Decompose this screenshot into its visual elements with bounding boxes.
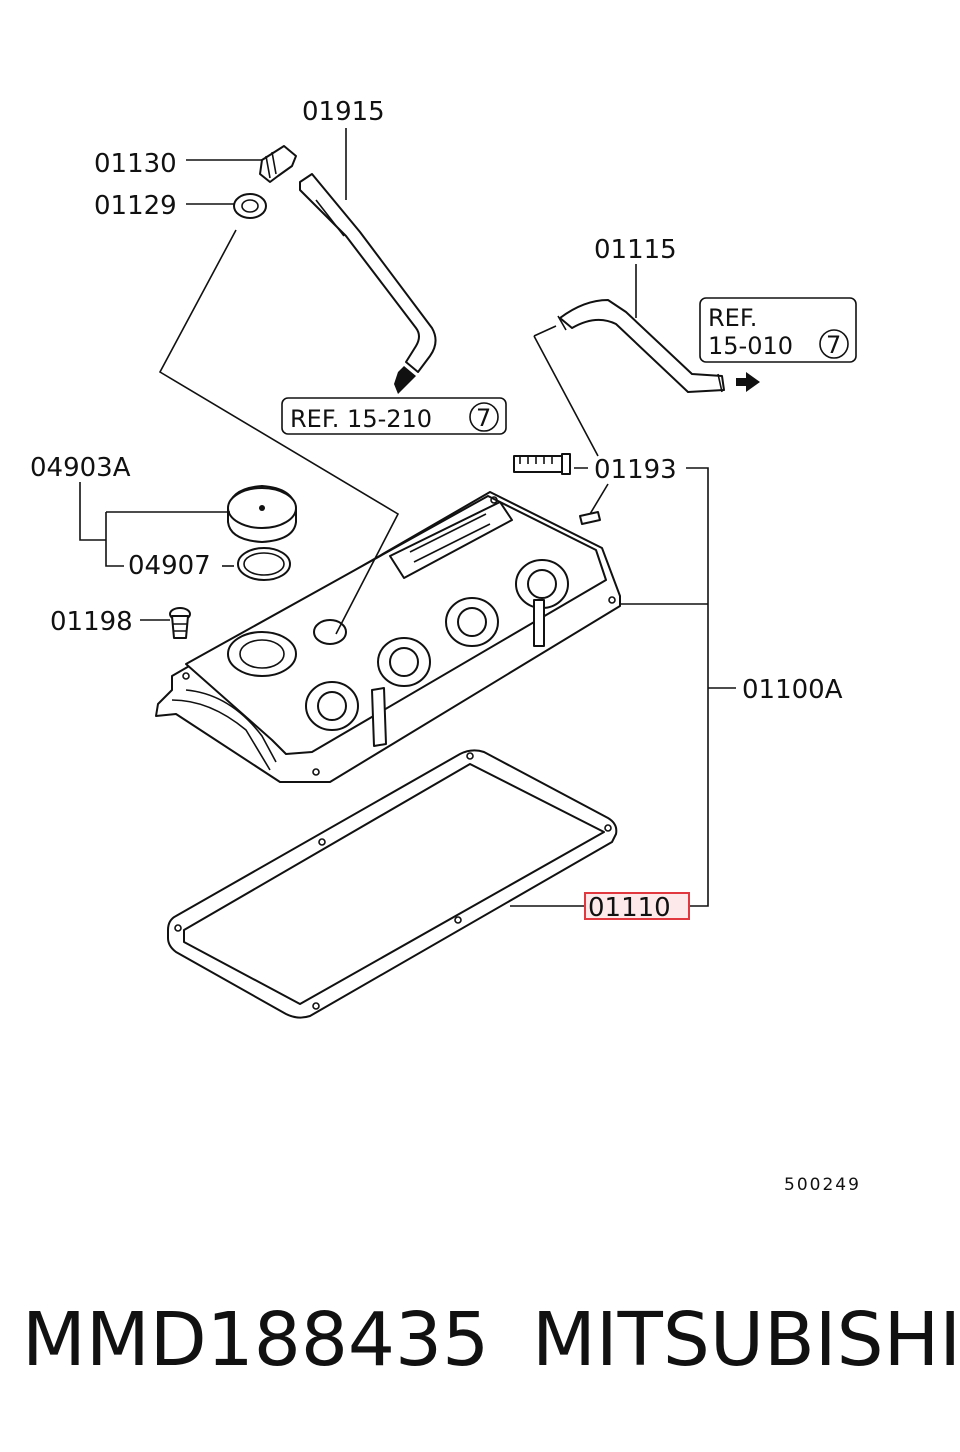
brand-name: MITSUBISHI	[532, 1297, 960, 1383]
callout-01100a[interactable]: 01100A	[742, 675, 843, 705]
reference-box-15-010: REF. 15-010 7	[699, 297, 857, 363]
reference-box-15-210: REF. 15-210 7	[281, 397, 507, 435]
ref-15-010-circled-number: 7	[826, 331, 841, 359]
callout-01115[interactable]: 01115	[594, 235, 677, 265]
leader-lines	[79, 128, 736, 907]
breather-hose-01915[interactable]	[299, 173, 437, 373]
exploded-parts-diagram: REF. 15-210 7 REF. 15-010 7 01915 01130 …	[30, 97, 861, 1195]
callout-01129[interactable]: 01129	[94, 191, 177, 221]
arrow-to-ref-15-210	[392, 366, 416, 394]
clip-01193[interactable]	[513, 453, 571, 475]
callout-01915[interactable]: 01915	[302, 97, 385, 127]
callout-04903a[interactable]: 04903A	[30, 453, 131, 483]
ref-15-210-text: REF. 15-210	[290, 405, 432, 433]
product-footer: MMD188435 MITSUBISHI	[0, 1280, 960, 1400]
bolt-01198[interactable]	[169, 607, 191, 639]
callout-01130[interactable]: 01130	[94, 149, 177, 179]
rocker-cover-01100a[interactable]	[155, 491, 621, 783]
grommet-01129[interactable]	[233, 193, 267, 219]
callout-04907[interactable]: 04907	[128, 551, 211, 581]
callout-01110[interactable]: 01110	[588, 893, 671, 923]
ref-15-010-line1: REF.	[708, 304, 757, 332]
highlighted-callout-01110[interactable]: 01110	[584, 892, 690, 923]
arrow-to-ref-15-010	[736, 372, 760, 392]
connector-01130[interactable]	[259, 145, 297, 183]
callout-01193[interactable]: 01193	[594, 455, 677, 485]
ref-15-010-line2: 15-010	[708, 332, 793, 360]
ref-15-210-circled-number: 7	[476, 404, 491, 432]
oil-filler-cap-04903a[interactable]	[227, 485, 297, 543]
part-number: MMD188435	[22, 1297, 490, 1383]
vent-hose-01115[interactable]	[557, 299, 725, 393]
callout-01198[interactable]: 01198	[50, 607, 133, 637]
rocker-cover-gasket-01110[interactable]	[167, 749, 618, 1019]
figure-code: 500249	[784, 1175, 861, 1195]
o-ring-04907[interactable]	[237, 547, 291, 581]
